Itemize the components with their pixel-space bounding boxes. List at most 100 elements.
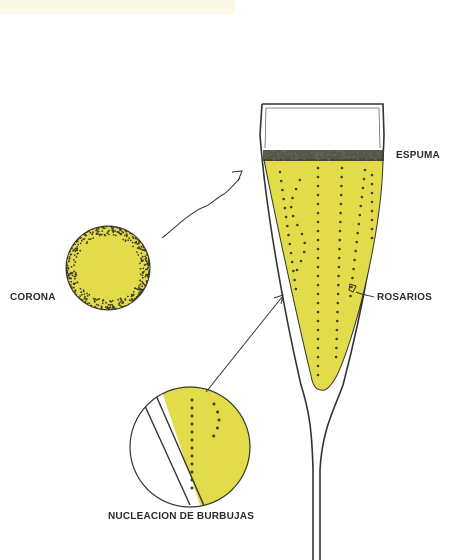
corona-bubble [77,253,79,255]
corona-bubble [102,303,104,305]
corona-bubble [86,293,88,295]
rosary-bubble [340,176,343,179]
foam-bubble [341,151,343,153]
nucleation-bubble [191,399,194,402]
rosary-bubble [353,259,356,262]
corona-bubble [118,232,120,234]
rosary-bubble [358,223,361,226]
rosary-bubble [303,251,306,254]
foam-bubble [295,159,297,161]
foam-bubble [343,153,345,155]
rosary-bubble [317,347,320,350]
corona-bubble [97,233,99,235]
corona-bubble [73,287,75,289]
corona-bubble [73,270,75,272]
corona-bubble [145,258,147,260]
rosary-bubble [317,257,320,260]
rosary-bubble [363,178,366,181]
corona-bubble [75,272,77,274]
foam-bubble [342,158,344,160]
rosary-bubble [317,167,320,170]
rosary-bubble [355,241,358,244]
corona-bubble [80,291,82,293]
corona-bubble [128,237,130,239]
corona-bubble [77,244,79,246]
corona-bubble [133,291,135,293]
corona-bubble [74,254,76,256]
foam-bubble [267,156,269,158]
corona-bubble [142,272,144,274]
corona-bubble [144,276,146,278]
rosary-bubble [293,279,296,282]
champagne-liquid [264,160,383,390]
corona-bubble [127,296,129,298]
corona-bubble [122,301,124,303]
foam-bubble [296,154,298,156]
nucleation-bubble [191,423,194,426]
corona-bubble [142,282,144,284]
foam-band [263,150,384,161]
corona-bubble [119,230,121,232]
label-nucleacion-de-burbujas: NUCLEACION DE BURBUJAS [108,511,254,522]
rosary-bubble [317,302,320,305]
rosary-bubble [350,286,353,289]
corona-bubble [70,254,72,256]
foam-bubble [272,158,274,160]
foam-bubble [329,150,331,152]
rosary-bubble [371,192,374,195]
corona-bubble [79,250,81,252]
corona-bubble [145,269,147,271]
corona-bubble [138,287,140,289]
foam-bubble [297,157,299,159]
foam-bubble [320,154,322,156]
foam-bubble [348,156,350,158]
nucleation-magnifier [130,380,260,520]
corona-bubble [138,294,140,296]
rosary-bubble [336,311,339,314]
rosary-bubble [285,216,288,219]
rosary-bubble [292,215,295,218]
nucleation-bubble [191,439,194,442]
corona-bubble [68,260,70,262]
foam-bubble [377,153,379,155]
rosary-bubble [335,347,338,350]
rosary-bubble [337,284,340,287]
corona-bubble [88,302,90,304]
corona-bubble [76,256,78,258]
rosary-bubble [317,212,320,215]
rosary-bubble [317,293,320,296]
corona-bubble [75,273,77,275]
foam-bubble [333,154,335,156]
corona-bubble [108,234,110,236]
corona-bubble [72,275,74,277]
corona-bubble [137,254,139,256]
corona-bubble [73,259,75,261]
corona-bubble [81,240,83,242]
corona-bubble [84,298,86,300]
corona-bubble [76,248,78,250]
corona-bubble [73,264,75,266]
corona-bubble [72,272,74,274]
corona-bubble [75,248,77,250]
corona-bubble [142,277,144,279]
foam-bubble [283,150,285,152]
corona-bubble [109,304,111,306]
rosary-bubble [351,277,354,280]
rosary-bubble [317,338,320,341]
corona-bubble [77,240,79,242]
corona-bubble [134,287,136,289]
foam-bubble [326,154,328,156]
corona-bubble [122,239,124,241]
corona-bubble [80,243,82,245]
foam-bubble [277,152,279,154]
corona-bubble [131,298,133,300]
corona-bubble [129,299,131,301]
corona-bubble [141,260,143,262]
corona-bubble [105,306,107,308]
corona-bubble [115,235,117,237]
corona-bubble [90,238,92,240]
rosary-bubble [338,248,341,251]
foam-bubble [277,154,279,156]
corona-bubble [76,249,78,251]
foam-bubble [266,151,268,153]
